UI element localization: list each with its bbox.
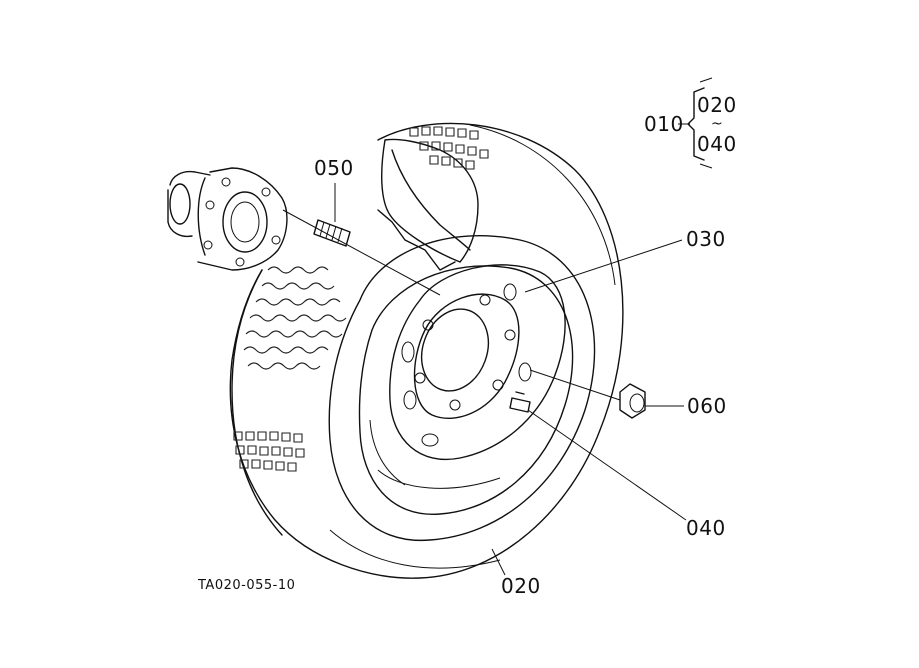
callout-valve: 040 <box>686 516 726 540</box>
callout-nut: 060 <box>687 394 727 418</box>
tire-outline <box>229 122 624 579</box>
assembly-bracket <box>678 77 713 169</box>
callout-range-start: 020 <box>697 93 737 117</box>
callout-tire: 020 <box>501 574 541 598</box>
callout-stud: 050 <box>314 156 354 180</box>
drawing-code: TA020-055-10 <box>198 578 296 593</box>
tread-pattern-left <box>233 266 347 472</box>
callout-range-end: 040 <box>697 132 737 156</box>
tire-cutaway <box>377 138 479 271</box>
leader-lines <box>282 183 687 576</box>
tread-blocks-top <box>409 126 489 170</box>
wheel-hub <box>167 167 288 271</box>
wheel-nut <box>619 383 646 419</box>
valve-stem <box>509 391 531 413</box>
wheel-stud <box>313 219 351 247</box>
callout-disc: 030 <box>686 227 726 251</box>
wheel-disc <box>369 264 566 489</box>
callout-range-separator: ~ <box>711 116 723 132</box>
callout-assembly: 010 <box>644 112 684 136</box>
